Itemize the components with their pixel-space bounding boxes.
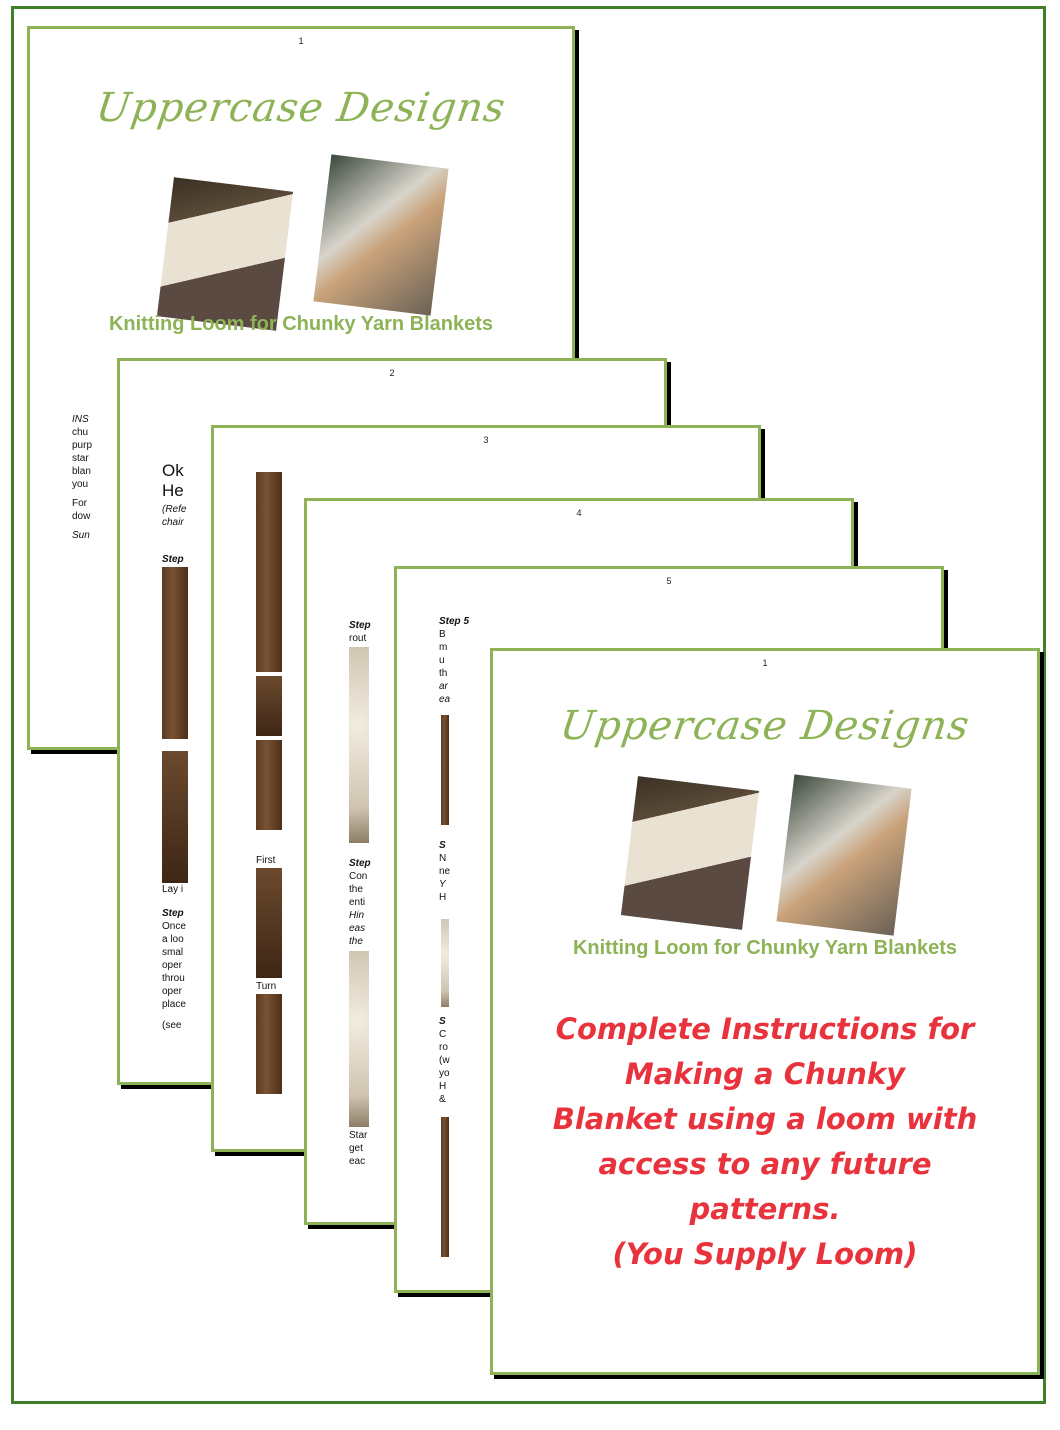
- brand-logo: Uppercase Designs: [93, 85, 509, 131]
- headline-line: Complete Instructions for: [555, 1012, 975, 1046]
- p3-photo-4: [256, 868, 282, 978]
- headline: Complete Instructions for Making a Chunk…: [493, 1007, 1037, 1277]
- loom-room-photo: [776, 774, 912, 936]
- loom-room-photo: [313, 154, 449, 316]
- page-number: 1: [298, 36, 304, 46]
- p4-photo-1: [349, 647, 369, 843]
- headline-line: access to any future: [598, 1147, 932, 1181]
- p4-photo-2: [349, 951, 369, 1127]
- headline-line: Making a Chunky: [624, 1057, 906, 1091]
- p3-turn: Turn: [256, 981, 277, 992]
- p2-body: Step Once a loo smal oper throu oper pla…: [162, 908, 186, 1031]
- p2-heading: Ok He: [162, 461, 184, 500]
- p3-photo-2: [256, 676, 282, 736]
- p4-step: Step rout: [349, 620, 371, 644]
- p5-photo-1: [441, 715, 449, 825]
- outer-frame: [11, 6, 1046, 1404]
- blanket-photo: [156, 177, 294, 331]
- p2-step: Step: [162, 554, 184, 565]
- p1-text: INS chu purp star blan you For dow Sun: [72, 414, 93, 541]
- p4-start: Star get eac: [349, 1130, 368, 1167]
- p4-body: Step Con the enti Hin eas the: [349, 858, 371, 947]
- p3-photo-1: [256, 472, 282, 672]
- p5-s2: S C ro (w yo H &: [439, 1016, 450, 1105]
- headline-line: (You Supply Loom): [612, 1237, 918, 1271]
- page-number: 3: [483, 435, 489, 445]
- page-number: 4: [576, 508, 582, 518]
- page-number: 5: [666, 576, 672, 586]
- blanket-photo: [620, 776, 760, 930]
- p3-first: First: [256, 855, 276, 866]
- p2-lay: Lay i: [162, 884, 184, 895]
- brand-logo: Uppercase Designs: [557, 703, 973, 749]
- product-subtitle: Knitting Loom for Chunky Yarn Blankets: [572, 937, 958, 959]
- p5-photo-2: [441, 919, 449, 1007]
- product-subtitle: Knitting Loom for Chunky Yarn Blankets: [108, 313, 494, 335]
- p2-photo-2: [162, 751, 188, 883]
- headline-line: Blanket using a loom with: [552, 1102, 978, 1136]
- page-number: 2: [389, 368, 395, 378]
- headline-line: patterns.: [689, 1192, 841, 1226]
- p2-ref: (Refe chair: [162, 504, 187, 528]
- p3-photo-5: [256, 994, 282, 1094]
- p3-photo-3: [256, 740, 282, 830]
- front-cover-page: 1 Uppercase Designs Knitting Loom for Ch…: [490, 648, 1040, 1375]
- p5-photo-3: [441, 1117, 449, 1257]
- page-number: 1: [762, 658, 768, 668]
- p5-step5: Step 5 B m u th ar ea: [439, 616, 470, 705]
- p2-photo-1: [162, 567, 188, 739]
- p5-s1: S N ne Y H: [439, 840, 451, 903]
